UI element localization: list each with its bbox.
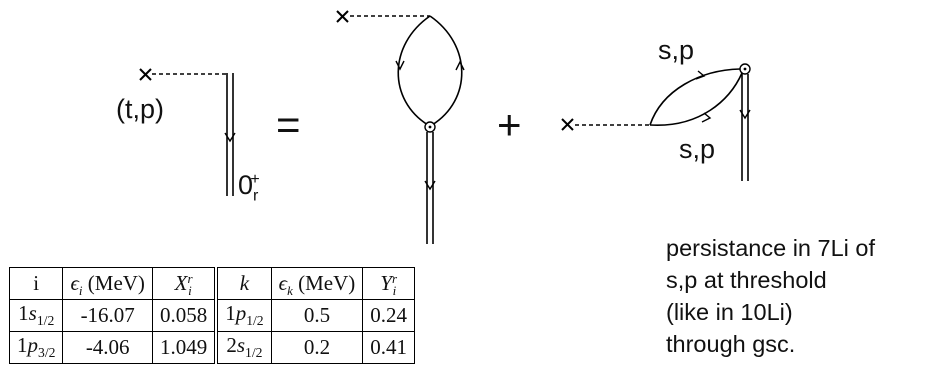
double-line-propagator xyxy=(426,132,434,244)
upper-line-arrow xyxy=(695,70,706,80)
note-line: through gsc. xyxy=(666,331,796,357)
side-note: persistance in 7Li of s,p at threshold (… xyxy=(666,232,941,360)
orbit-i-cell: 1s1/2 xyxy=(8,299,64,332)
double-line-propagator xyxy=(226,73,234,196)
eps-i-cell: -4.06 xyxy=(62,331,153,364)
bubble-left-line xyxy=(397,15,431,126)
reaction-label: (t,p) xyxy=(116,94,165,124)
header-cell: i xyxy=(8,267,64,300)
bubble-right-arrow xyxy=(455,60,465,71)
left-diagram xyxy=(139,68,236,196)
propagator-arrow xyxy=(224,132,236,143)
equals-sign: = xyxy=(276,101,301,148)
propagator-arrow xyxy=(739,109,751,120)
upper-particle-line xyxy=(649,68,741,126)
table-row: 1s1/2 -16.07 0.058 1p1/2 0.5 0.24 xyxy=(8,299,416,332)
lower-particle-line xyxy=(649,72,743,126)
middle-diagram xyxy=(336,10,465,244)
header-cell: ϵ i (MeV) xyxy=(62,267,153,300)
note-line: (like in 10Li) xyxy=(666,299,793,325)
note-line: s,p at threshold xyxy=(666,267,827,293)
plus-sign: + xyxy=(497,101,522,148)
bubble-right-line xyxy=(429,15,463,126)
note-line: persistance in 7Li of xyxy=(666,235,876,261)
propagator-arrow xyxy=(424,180,436,191)
orbit-k-cell: 2s1/2 xyxy=(214,331,272,364)
right-diagram xyxy=(561,63,751,181)
lower-line-arrow xyxy=(701,112,712,123)
header-cell: k xyxy=(214,267,272,300)
x-i-cell: 1.049 xyxy=(151,331,217,364)
orbit-i-cell: 1p3/2 xyxy=(8,331,64,364)
eps-k-cell: 0.5 xyxy=(270,299,364,332)
x-i-cell: 0.058 xyxy=(151,299,217,332)
orbit-k-cell: 1p1/2 xyxy=(214,299,272,332)
y-i-cell: 0.41 xyxy=(362,331,416,364)
y-i-cell: 0.24 xyxy=(362,299,416,332)
eps-i-cell: -16.07 xyxy=(62,299,153,332)
header-cell: ϵ k (MeV) xyxy=(270,267,364,300)
upper-line-label: s,p xyxy=(658,35,695,65)
eps-k-cell: 0.2 xyxy=(270,331,364,364)
external-vertex-cross xyxy=(139,68,152,81)
bubble-left-arrow xyxy=(395,60,405,71)
feynman-diagram xyxy=(139,10,751,244)
external-vertex-cross xyxy=(561,118,574,131)
table-row: 1p3/2 -4.06 1.049 2s1/2 0.2 0.41 xyxy=(8,331,416,364)
lower-line-label: s,p xyxy=(679,134,716,164)
double-line-propagator xyxy=(741,74,749,181)
external-vertex-cross xyxy=(336,10,349,23)
state-label: 0r+ xyxy=(238,170,260,205)
